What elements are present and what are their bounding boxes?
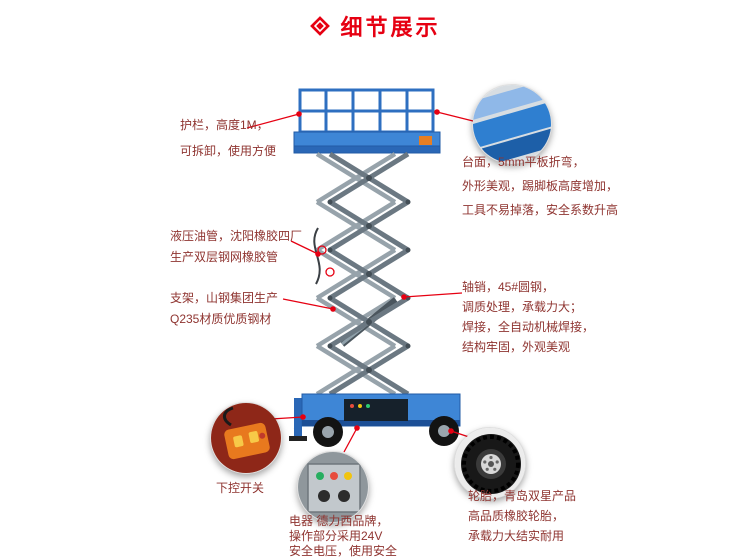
- guardrail-label: 护栏，高度1M， 可拆卸，使用方便: [180, 118, 277, 158]
- guardrail-drawing: [298, 88, 435, 134]
- scissor-mechanism-drawing: [313, 151, 411, 397]
- hose-fitting-markers: [317, 245, 335, 277]
- wheels-drawing: [313, 416, 459, 447]
- connector-dots: [296, 109, 454, 434]
- platform-drawing: [293, 131, 441, 154]
- frame-label: 支架，山钢集团生产 Q235材质优质钢材: [170, 291, 279, 326]
- chassis-drawing: [289, 393, 461, 447]
- diamond-icon: [310, 16, 331, 36]
- switch-label: 下控开关: [216, 481, 265, 495]
- electric-panel-detail-photo: [297, 451, 369, 523]
- tire-label: 轮胎，青岛双星产品 高品质橡胶轮胎， 承载力大结实耐用: [468, 489, 577, 543]
- electric-label: 电器 德力西品牌， 操作部分采用24V 安全电压，使用安全: [289, 514, 398, 558]
- pin-label: 轴销，45#圆钢， 调质处理，承载力大； 焊接，全自动机械焊接， 结构牢固，外观…: [462, 280, 595, 354]
- remote-control-detail-photo: [210, 402, 282, 474]
- tire-detail-photo: [454, 427, 526, 499]
- hose-label: 液压油管，沈阳橡胶四厂 生产双层钢网橡胶管: [170, 229, 303, 264]
- header: 细节展示: [0, 10, 750, 42]
- connector-lines: [246, 111, 474, 453]
- platform-label: 台面，5mm平板折弯， 外形美观，踢脚板高度增加， 工具不易掉落，安全系数升高: [462, 155, 619, 217]
- page-title: 细节展示: [340, 15, 441, 40]
